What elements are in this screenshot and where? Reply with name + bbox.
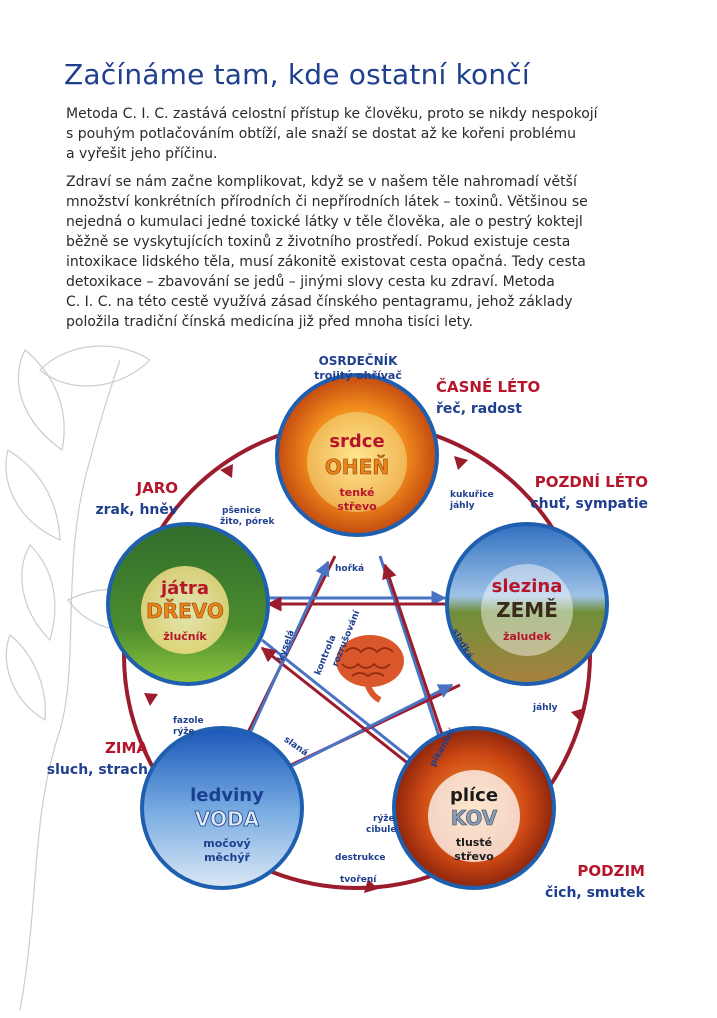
leaf-branch-decoration	[5, 345, 171, 1011]
paired-organ: žaludek	[503, 630, 552, 643]
element-name: ZEMĚ	[496, 598, 558, 622]
season-late-summer: POZDNÍ LÉTO chuť, sympatie	[530, 472, 648, 512]
food-label: cibule	[366, 825, 396, 835]
paragraph-line: nejedná o kumulaci jedné toxické látky v…	[66, 214, 583, 230]
food-label: jáhly	[532, 703, 558, 713]
element-fire: srdce OHEŇ tenké střevo	[275, 373, 439, 537]
food-label: pšenice	[222, 505, 261, 516]
taste-label: hořká	[335, 564, 364, 574]
element-name: DŘEVO	[146, 599, 224, 623]
food-label: kukuřice	[450, 490, 494, 500]
season-name: POZDNÍ LÉTO	[535, 472, 648, 491]
paired-organ: střevo	[454, 850, 494, 863]
arrow-label: destrukce	[335, 853, 385, 863]
paragraph-line: s pouhým potlačováním obtíží, ale snaží …	[66, 126, 577, 142]
paragraph-line: Zdraví se nám začne komplikovat, když se…	[66, 174, 577, 190]
season-name: ZIMA	[105, 739, 148, 757]
paired-organ: střevo	[337, 500, 377, 513]
paragraph-line: C. I. C. na této cestě využívá zásad čín…	[66, 294, 573, 310]
intro-paragraph: Metoda C. I. C. zastává celostní přístup…	[66, 104, 666, 164]
element-name: VODA	[195, 807, 260, 831]
brain-icon	[336, 635, 404, 703]
element-metal: plíce KOV tlusté střevo	[392, 726, 556, 890]
control-arrow	[261, 638, 427, 772]
taste-label: slaná	[282, 735, 310, 759]
top-label-sub: trojitý ohřívač	[314, 369, 402, 382]
season-desc: sluch, strach	[47, 762, 148, 778]
paragraph-line: běžně se vyskytujících toxinů z životníh…	[66, 234, 571, 250]
paired-organ: močový	[203, 837, 250, 850]
ring-arrows	[144, 456, 585, 893]
taste-label: kyselá	[276, 629, 297, 663]
page-title: Začínáme tam, kde ostatní končí	[64, 58, 530, 91]
season-winter: ZIMA sluch, strach	[47, 739, 149, 778]
paired-organ: tlusté	[456, 836, 492, 849]
element-earth: slezina ZEMĚ žaludek	[445, 522, 609, 686]
season-desc: čich, smutek	[545, 885, 646, 901]
organ-name: ledviny	[190, 785, 264, 806]
season-early-summer: ČASNÉ LÉTO řeč, radost	[436, 377, 540, 417]
paragraph-line: Metoda C. I. C. zastává celostní přístup…	[66, 106, 598, 122]
paragraph-line: detoxikace – zbavování se jedů – jinými …	[66, 274, 555, 290]
food-label: rýže	[173, 727, 195, 737]
paragraph-line: položila tradiční čínská medicína již př…	[66, 314, 473, 330]
paired-organ: žlučník	[163, 630, 207, 643]
season-desc: řeč, radost	[436, 401, 522, 417]
paired-organ: měchýř	[204, 851, 250, 864]
paragraph-line: intoxikace lidského těla, musí zákonitě …	[66, 254, 586, 270]
paragraph-line: a vyřešit jeho příčinu.	[66, 146, 218, 162]
arrow-label: tvoření	[340, 875, 377, 885]
paired-organ: tenké	[339, 486, 374, 499]
five-elements-diagram: srdce OHEŇ tenké střevo játra DŘEVO žluč…	[5, 345, 648, 1011]
paragraph-line: množství konkrétních přírodních či nepří…	[66, 194, 588, 210]
organ-name: srdce	[329, 431, 384, 452]
season-desc: zrak, hněv	[95, 502, 178, 518]
season-name: ČASNÉ LÉTO	[436, 377, 540, 396]
food-label: jáhly	[449, 501, 475, 511]
season-autumn: PODZIM čich, smutek	[545, 862, 646, 901]
organ-name: slezina	[492, 576, 563, 597]
element-water: ledviny VODA močový měchýř	[140, 726, 304, 890]
element-name: KOV	[451, 806, 498, 830]
body-paragraph: Zdraví se nám začne komplikovat, když se…	[66, 172, 666, 332]
season-spring: JARO zrak, hněv	[95, 479, 178, 518]
season-name: PODZIM	[577, 862, 645, 880]
food-label: rýže	[373, 814, 395, 824]
organ-name: játra	[160, 578, 209, 599]
food-label: fazole	[173, 716, 204, 726]
element-wood: játra DŘEVO žlučník	[106, 522, 270, 686]
top-label: OSRDEČNÍK	[319, 353, 399, 368]
season-name: JARO	[136, 479, 179, 497]
element-name: OHEŇ	[325, 455, 389, 479]
food-label: žito, pórek	[220, 516, 276, 527]
season-desc: chuť, sympatie	[530, 496, 648, 512]
organ-name: plíce	[450, 785, 498, 806]
